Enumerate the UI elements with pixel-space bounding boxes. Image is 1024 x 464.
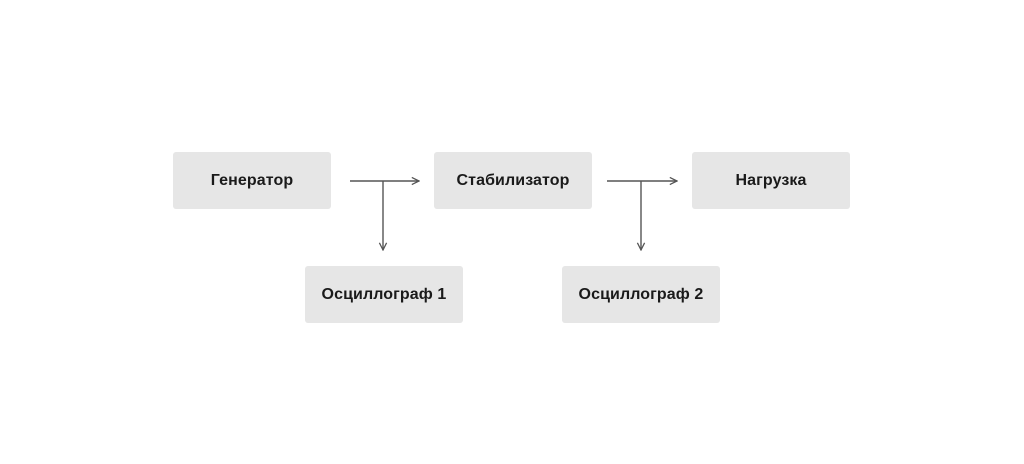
- stabilizer-block: Стабилизатор: [434, 152, 592, 209]
- generator-block: Генератор: [173, 152, 331, 209]
- stabilizer-label: Стабилизатор: [456, 171, 570, 189]
- load-block: Нагрузка: [692, 152, 850, 209]
- oscilloscope-2-block: Осциллограф 2: [562, 266, 720, 323]
- oscilloscope-1-block: Осциллограф 1: [305, 266, 463, 323]
- load-label: Нагрузка: [735, 171, 807, 189]
- oscilloscope-1-label: Осциллограф 1: [321, 285, 447, 303]
- generator-label: Генератор: [210, 171, 294, 189]
- oscilloscope-2-label: Осциллограф 2: [578, 285, 704, 303]
